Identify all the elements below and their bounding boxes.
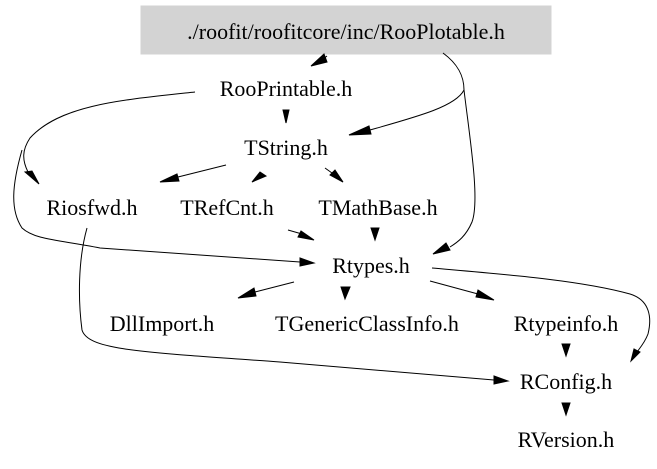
edge-rtypes-rtypeinfo: [429, 280, 495, 301]
arrowhead-icon: [310, 53, 328, 67]
arrowhead-icon: [370, 227, 380, 242]
tgenericclassinfo-label: TGenericClassInfo.h: [275, 311, 459, 336]
edge-rtypes-rconfig: [431, 267, 651, 363]
edge-tmathbase-rtypes: [370, 227, 380, 242]
edge-riosfwd-rconfig: [78, 227, 510, 385]
node-rconfig[interactable]: RConfig.h: [520, 369, 612, 394]
edge-tstring-riosfwd: [159, 164, 227, 183]
node-tstring[interactable]: TString.h: [244, 135, 328, 160]
arrowhead-icon: [282, 109, 290, 124]
edge-tstring-trefcnt: [251, 171, 268, 183]
node-rversion[interactable]: RVersion.h: [518, 427, 615, 452]
dllimport-label: DllImport.h: [110, 311, 215, 336]
rooprintable-label: RooPrintable.h: [220, 76, 353, 101]
arrowhead-icon: [475, 289, 495, 301]
rtypes-label: Rtypes.h: [332, 253, 410, 278]
node-tmathbase[interactable]: TMathBase.h: [318, 195, 437, 220]
root-node-box: [140, 5, 552, 55]
edge-rooprintable-tstring: [282, 109, 290, 124]
node-tgenericclassinfo[interactable]: TGenericClassInfo.h: [275, 311, 459, 336]
rconfig-label: RConfig.h: [520, 369, 612, 394]
rversion-label: RVersion.h: [518, 427, 615, 452]
arrowhead-icon: [251, 171, 268, 183]
arrowhead-icon: [432, 242, 451, 255]
edge-tstring-tmathbase: [324, 167, 344, 183]
trefcnt-label: TRefCnt.h: [180, 195, 274, 220]
edge-root-tstring: [348, 52, 465, 136]
edge-rtypes-dllimport: [237, 281, 295, 299]
edge-trefcnt-rtypes: [287, 229, 315, 241]
arrowhead-icon: [329, 169, 344, 183]
riosfwd-label: Riosfwd.h: [46, 195, 137, 220]
arrowhead-icon: [561, 343, 571, 358]
node-riosfwd[interactable]: Riosfwd.h: [46, 195, 137, 220]
node-rtypeinfo[interactable]: Rtypeinfo.h: [514, 311, 619, 336]
edge-rooprintable-rtypes: [13, 149, 316, 267]
rtypeinfo-label: Rtypeinfo.h: [514, 311, 619, 336]
arrowhead-icon: [630, 348, 641, 363]
arrowhead-icon: [237, 287, 257, 299]
node-dllimport[interactable]: DllImport.h: [110, 311, 215, 336]
root-node-label: ./roofit/roofitcore/inc/RooPlotable.h: [187, 19, 505, 44]
arrowhead-icon: [159, 173, 180, 183]
arrowhead-icon: [340, 286, 351, 301]
edge-rtypeinfo-rconfig: [561, 343, 571, 358]
edge-rconfig-rversion: [561, 402, 571, 417]
arrowhead-icon: [23, 170, 40, 185]
node-rtypes[interactable]: Rtypes.h: [332, 253, 410, 278]
arrowhead-icon: [493, 375, 510, 385]
node-trefcnt[interactable]: TRefCnt.h: [180, 195, 274, 220]
edge-rooprintable-riosfwd: [23, 91, 196, 185]
edge-root-rooprintable: [310, 53, 328, 67]
tmathbase-label: TMathBase.h: [318, 195, 437, 220]
arrowhead-icon: [299, 257, 316, 267]
node-rooprintable[interactable]: RooPrintable.h: [220, 76, 353, 101]
arrowhead-icon: [561, 402, 571, 417]
node-root[interactable]: ./roofit/roofitcore/inc/RooPlotable.h: [140, 5, 552, 55]
edge-rtypes-tgenericclassinfo: [340, 286, 351, 301]
arrowhead-icon: [297, 230, 315, 241]
arrowhead-icon: [348, 125, 372, 136]
edge-root-rtypes: [432, 89, 476, 255]
tstring-label: TString.h: [244, 135, 328, 160]
